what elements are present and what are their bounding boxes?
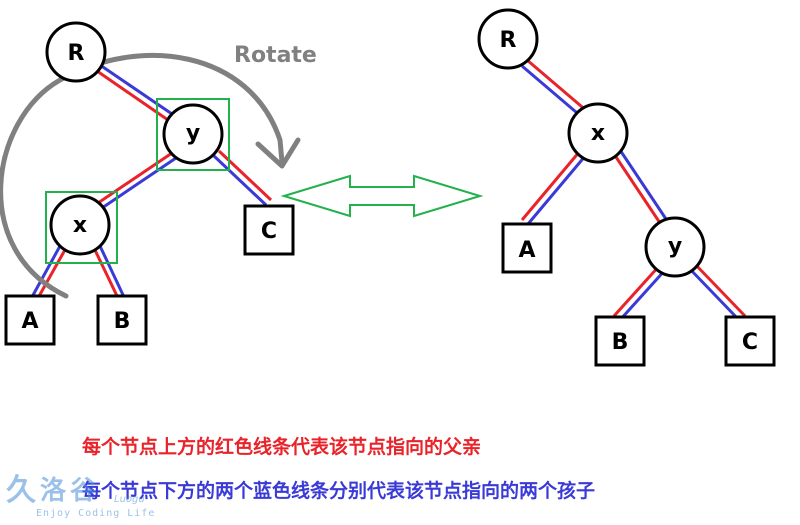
rotate-label: Rotate <box>234 43 317 68</box>
highlight-y <box>156 98 230 171</box>
svg-text:A: A <box>518 238 535 263</box>
right-node-x: x <box>567 102 629 164</box>
right-node-y: y <box>644 216 706 278</box>
left-leaf-A: A <box>4 294 56 346</box>
logo-slogan: Enjoy Coding Life <box>36 508 156 519</box>
logo-glyph: 久 <box>6 473 36 508</box>
right-leaf-A: A <box>501 222 553 274</box>
right-leaf-B: B <box>594 315 646 367</box>
logo-name: 洛谷 <box>40 476 101 506</box>
svg-text:R: R <box>68 41 85 66</box>
double-arrow <box>280 174 484 218</box>
svg-text:x: x <box>591 121 605 146</box>
right-edges <box>520 58 747 323</box>
svg-text:B: B <box>612 330 629 355</box>
left-node-y: y <box>162 103 224 165</box>
luogu-watermark-logo: 久 洛谷 Luogu Enjoy Coding Life <box>6 476 156 522</box>
legend-child-pointers: 每个节点下方的两个蓝色线条分别代表该节点指向的两个孩子 <box>82 480 596 502</box>
left-leaf-B: B <box>96 294 148 346</box>
logo-pinyin: Luogu <box>114 494 145 505</box>
svg-text:B: B <box>114 309 131 334</box>
left-leaf-C: C <box>243 204 295 256</box>
rotate-arrow-head <box>255 137 301 169</box>
svg-text:R: R <box>500 28 517 53</box>
svg-text:C: C <box>742 330 758 355</box>
right-node-R: R <box>477 8 539 70</box>
highlight-x <box>45 191 118 264</box>
left-edges <box>30 63 273 299</box>
svg-text:y: y <box>668 234 682 259</box>
right-leaf-C: C <box>724 315 776 367</box>
svg-text:C: C <box>261 219 277 244</box>
svg-text:A: A <box>21 309 38 334</box>
svg-text:y: y <box>186 121 200 146</box>
rotate-arrow <box>0 53 285 299</box>
left-node-x: x <box>49 194 111 256</box>
svg-text:x: x <box>73 213 87 238</box>
left-node-R: R <box>45 21 107 83</box>
legend-parent-pointer: 每个节点上方的红色线条代表该节点指向的父亲 <box>82 436 482 458</box>
